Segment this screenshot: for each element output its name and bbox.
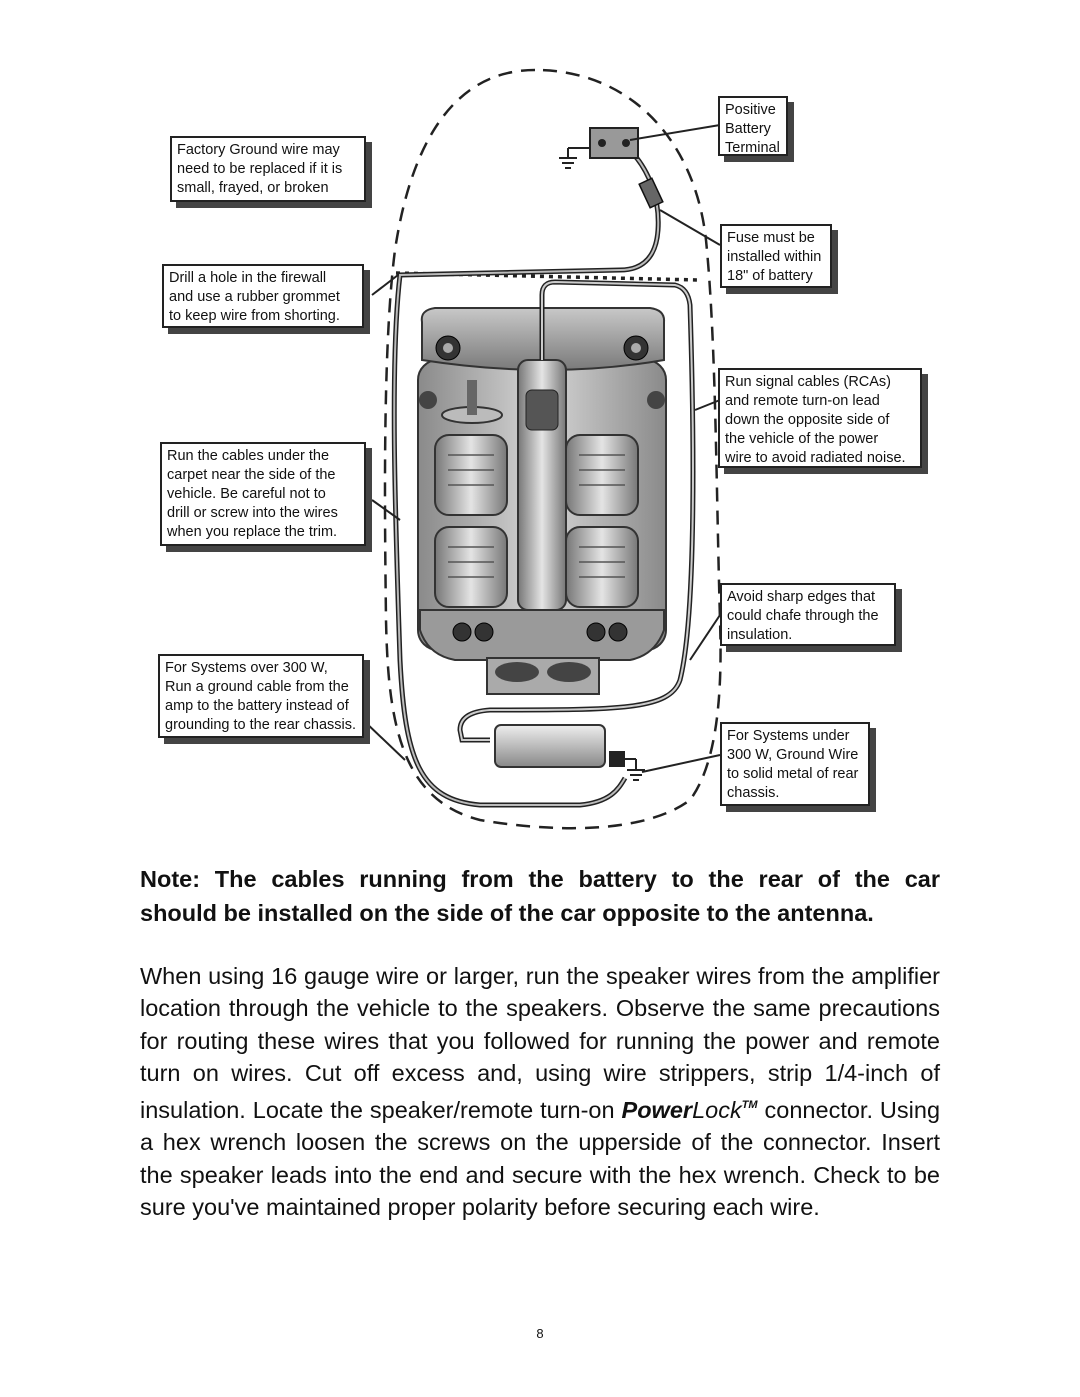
- brand-lock: Lock: [692, 1097, 742, 1124]
- callout-leaders: [362, 124, 721, 773]
- battery: [589, 127, 639, 159]
- callout-rca: Run signal cables (RCAs) and remote turn…: [718, 368, 922, 468]
- callout-over-300w: For Systems over 300 W, Run a ground cab…: [158, 654, 364, 738]
- amplifier: [494, 724, 606, 768]
- body-paragraph: When using 16 gauge wire or larger, run …: [140, 960, 940, 1223]
- car-illustration: [362, 68, 722, 830]
- note-line-1: Note: The cables running from the batter…: [140, 866, 940, 892]
- callout-factory-ground: Factory Ground wire may need to be repla…: [170, 136, 366, 202]
- car-outline: [383, 68, 722, 830]
- rear-shelf: [419, 609, 665, 661]
- body-text-part-1: When using 16 gauge wire or larger, run …: [140, 963, 940, 1124]
- callout-under-300w: For Systems under 300 W, Ground Wire to …: [720, 722, 870, 806]
- trademark-mark: TM: [741, 1099, 758, 1112]
- rear-deck-speakers: [452, 622, 628, 642]
- callout-fuse: Fuse must be installed within 18" of bat…: [720, 224, 832, 288]
- note-line-2: should be installed on the side of the c…: [140, 900, 874, 926]
- callout-under-carpet: Run the cables under the carpet near the…: [160, 442, 366, 546]
- car-wiring-diagram: Positive Battery Terminal Factory Ground…: [150, 60, 940, 840]
- page-number: 8: [536, 1326, 544, 1341]
- body-text-part-2: connector. Using a hex wrench loosen the…: [140, 1097, 941, 1221]
- brand-power: Power: [621, 1097, 693, 1124]
- callout-sharp-edges: Avoid sharp edges that could chafe throu…: [720, 583, 896, 646]
- inline-fuse: [638, 177, 664, 209]
- callout-firewall: Drill a hole in the firewall and use a r…: [162, 264, 364, 328]
- callout-positive-battery: Positive Battery Terminal: [718, 96, 788, 156]
- battery-ground-symbol: [559, 147, 590, 169]
- rear-ground-symbol: [609, 751, 645, 781]
- antenna-note: Note: The cables running from the batter…: [140, 862, 940, 930]
